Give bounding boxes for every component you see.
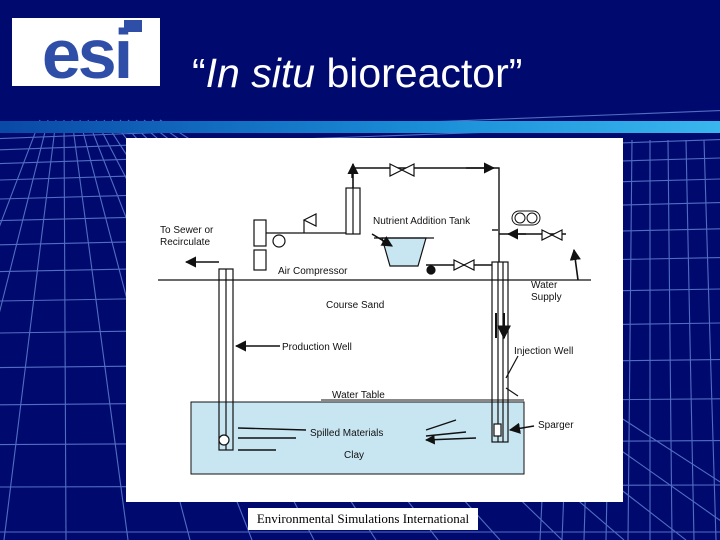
- label-production-well: Production Well: [282, 342, 352, 353]
- logo-dot: [124, 20, 142, 32]
- grid-line: [0, 119, 49, 313]
- injection-well-pointer: [505, 355, 519, 379]
- grid-line: [3, 119, 57, 540]
- title-open-quote: “: [192, 50, 206, 96]
- spilled-arrows: [237, 419, 477, 451]
- grid-line: [0, 119, 41, 227]
- water-table-pointer: [505, 387, 519, 397]
- label-nutrient-tank: Nutrient Addition Tank: [373, 216, 471, 227]
- label-course-sand: Course Sand: [326, 300, 384, 311]
- sparger-pointer: [508, 422, 535, 434]
- esi-logo: esi: [12, 18, 160, 86]
- valve-top: [389, 163, 415, 177]
- footer-caption: Environmental Simulations International: [248, 508, 478, 530]
- grid-line: [703, 139, 717, 540]
- slide-title: “In situ bioreactor”: [192, 45, 522, 101]
- label-spilled-materials: Spilled Materials: [310, 428, 383, 439]
- grid-line: [71, 119, 129, 540]
- label-water-supply-line2: Supply: [531, 292, 562, 303]
- grid-line: [627, 139, 633, 540]
- label-water-table: Water Table: [332, 390, 385, 401]
- label-sparger: Sparger: [538, 420, 574, 431]
- title-divider-bar: [0, 121, 720, 133]
- label-sewer-line1: To Sewer or: [160, 225, 214, 236]
- title-rest: bioreactor: [315, 50, 509, 96]
- label-injection-well: Injection Well: [514, 346, 573, 357]
- meter-left: [514, 212, 526, 224]
- air-compressor: [253, 187, 361, 271]
- esi-logo-text: esi: [42, 18, 130, 86]
- production-well: [218, 268, 234, 451]
- title-italic: In situ: [205, 50, 316, 96]
- label-air-compressor: Air Compressor: [278, 266, 348, 277]
- grid-line: [63, 119, 67, 540]
- meter-right: [526, 212, 538, 224]
- grid-line: [667, 139, 673, 540]
- injection-down-arrows: [496, 313, 504, 338]
- water-supply-pointer: [569, 248, 581, 281]
- tank-arrow: [371, 233, 393, 247]
- label-clay: Clay: [344, 450, 364, 461]
- nutrient-tank: [374, 237, 436, 275]
- meter-housing: [511, 210, 541, 226]
- label-water-supply-line1: Water: [531, 280, 558, 291]
- title-close-quote: ”: [508, 50, 523, 96]
- grid-line: [685, 139, 695, 540]
- bioreactor-diagram: Nutrient Addition Tank To Sewer or Recir…: [126, 138, 623, 502]
- label-sewer-line2: Recirculate: [160, 237, 210, 248]
- valve-water-supply: [541, 229, 563, 241]
- valve-nutrient-line: [453, 259, 475, 271]
